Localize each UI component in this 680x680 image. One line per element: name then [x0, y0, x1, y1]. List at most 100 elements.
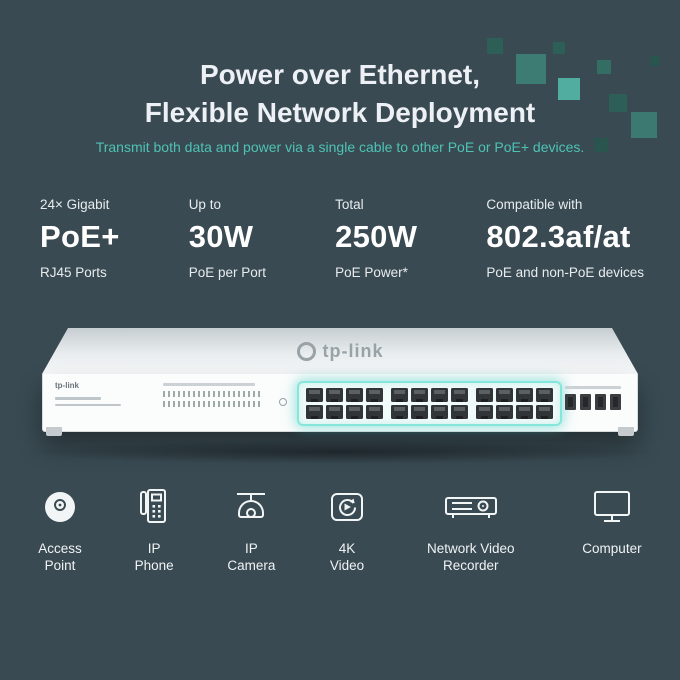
access-point-icon [40, 484, 80, 530]
rj45-port [306, 405, 323, 419]
led-indicator [198, 391, 200, 397]
rj45-port [476, 405, 493, 419]
spec-rj45-ports: 24× Gigabit PoE+ RJ45 Ports [40, 197, 120, 280]
rj45-port [431, 405, 448, 419]
led-indicator [238, 401, 240, 407]
rj45-port [366, 405, 383, 419]
device-label: 4K Video [329, 541, 365, 573]
sfp-port [565, 394, 576, 410]
spec-bottom-label: PoE per Port [188, 265, 266, 280]
spec-compatibility: Compatible with 802.3af/at PoE and non-P… [486, 197, 644, 280]
rj45-port [536, 405, 553, 419]
network-video-recorder-icon [443, 484, 499, 530]
led-indicator [193, 391, 195, 397]
rj45-port [411, 388, 428, 402]
led-indicator [168, 401, 170, 407]
led-indicator [203, 401, 205, 407]
rj45-port [346, 388, 363, 402]
switch-top-face: tp-link [42, 328, 638, 374]
led-indicator [213, 391, 215, 397]
led-indicator [178, 391, 180, 397]
switch-product-image: tp-link tp-link [20, 328, 660, 464]
rj45-port [431, 388, 448, 402]
led-indicator [223, 401, 225, 407]
switch-front-panel: tp-link [42, 374, 638, 436]
led-indicator [163, 401, 165, 407]
device-label: IP Camera [227, 541, 276, 573]
spec-top-label: Total [335, 197, 364, 212]
title-line-2: Flexible Network Deployment [144, 97, 536, 128]
rj45-port [451, 388, 468, 402]
sfp-port [595, 394, 606, 410]
sfp-legend [565, 386, 621, 389]
spec-value: 30W [188, 219, 254, 254]
spec-value: PoE+ [40, 219, 120, 254]
switch-drop-shadow [20, 440, 660, 464]
device-4k-video: 4K Video [325, 484, 370, 574]
computer-icon [588, 484, 636, 530]
led-indicator [253, 391, 255, 397]
spec-value: 802.3af/at [486, 219, 631, 254]
rj45-port [496, 405, 513, 419]
rj45-port [326, 388, 343, 402]
led-indicator [188, 401, 190, 407]
title-line-1: Power over Ethernet, [199, 59, 481, 90]
rj45-port [306, 388, 323, 402]
decor-square [558, 78, 580, 100]
spec-bottom-label: PoE Power* [335, 265, 408, 280]
device-network-video-recorder: Network Video Recorder [414, 484, 528, 574]
device-ip-camera: IP Camera [222, 484, 280, 574]
rj45-port [411, 405, 428, 419]
led-indicator [238, 391, 240, 397]
device-access-point: Access Point [34, 484, 86, 574]
led-indicator [233, 401, 235, 407]
sfp-port [610, 394, 621, 410]
spec-total-poe-power: Total 250W PoE Power* [335, 197, 417, 280]
device-label: IP Phone [134, 541, 174, 573]
rj45-port [536, 388, 553, 402]
led-indicator [163, 391, 165, 397]
device-ip-phone: IP Phone [130, 484, 178, 574]
page-title: Power over Ethernet, Flexible Network De… [0, 56, 680, 132]
reset-button [279, 398, 287, 406]
led-indicator [173, 391, 175, 397]
led-legend [163, 383, 255, 386]
decor-square [609, 94, 627, 112]
led-indicator [208, 401, 210, 407]
rj45-port-group [476, 388, 553, 419]
rj45-port [366, 388, 383, 402]
spec-bottom-label: RJ45 Ports [40, 265, 107, 280]
led-indicator [248, 401, 250, 407]
led-indicator [193, 401, 195, 407]
led-indicator-grid [163, 391, 260, 407]
decor-square [597, 60, 611, 74]
decor-square [516, 54, 546, 84]
poe-port-highlight [297, 381, 562, 426]
sfp-port-row [565, 394, 621, 410]
spec-poe-per-port: Up to 30W PoE per Port [189, 197, 266, 280]
led-indicator [183, 391, 185, 397]
led-indicator [188, 391, 190, 397]
rj45-port [496, 388, 513, 402]
led-indicator [173, 401, 175, 407]
rj45-port-group [391, 388, 468, 419]
decor-square [487, 38, 503, 54]
led-indicator [218, 391, 220, 397]
led-indicator [178, 401, 180, 407]
led-indicator [243, 391, 245, 397]
rj45-port [326, 405, 343, 419]
4k-video-icon [327, 484, 367, 530]
led-indicator [218, 401, 220, 407]
led-indicator [233, 391, 235, 397]
page-subtitle: Transmit both data and power via a singl… [95, 139, 585, 155]
device-label: Computer [582, 541, 642, 556]
ip-phone-icon [134, 484, 174, 530]
decor-square [650, 56, 660, 66]
rj45-port [391, 405, 408, 419]
spec-bottom-label: PoE and non-PoE devices [486, 265, 644, 280]
led-indicator [213, 401, 215, 407]
led-indicator [183, 401, 185, 407]
led-indicator [203, 391, 205, 397]
ip-camera-icon [229, 484, 273, 530]
spec-top-label: 24× Gigabit [40, 197, 110, 212]
